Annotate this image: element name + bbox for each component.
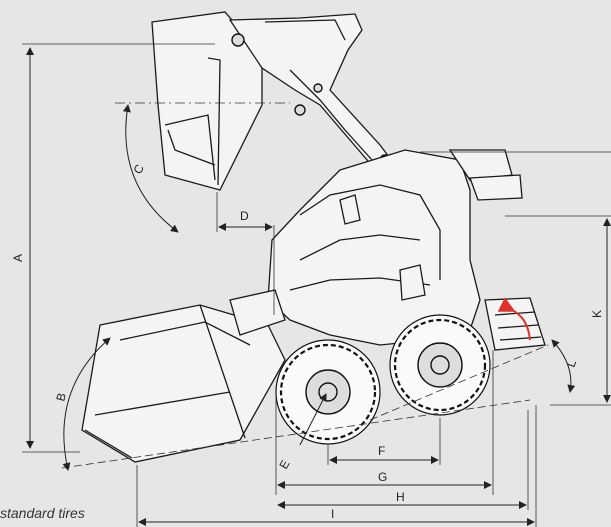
label-f: F bbox=[378, 444, 385, 458]
label-i: I bbox=[331, 507, 334, 521]
label-a: A bbox=[11, 254, 25, 262]
dimension-f bbox=[327, 418, 441, 465]
dimension-c bbox=[115, 102, 290, 233]
label-e: E bbox=[276, 458, 292, 472]
dimension-l bbox=[551, 339, 576, 393]
tilt-arrow bbox=[497, 297, 531, 341]
label-b: B bbox=[53, 391, 69, 402]
dimension-h bbox=[277, 410, 529, 510]
rear-wheel bbox=[389, 314, 491, 416]
label-d: D bbox=[240, 209, 249, 223]
label-g: G bbox=[378, 470, 387, 484]
ground-line-rear bbox=[369, 344, 549, 421]
label-l: L bbox=[564, 358, 580, 369]
dimension-g bbox=[275, 350, 494, 495]
dimension-k bbox=[420, 151, 611, 406]
label-h: H bbox=[396, 490, 405, 504]
chassis bbox=[267, 149, 481, 346]
dimension-b bbox=[62, 337, 111, 471]
ground-line bbox=[61, 399, 531, 469]
dimension-d bbox=[216, 192, 275, 315]
dimension-e bbox=[299, 393, 327, 446]
front-wheel bbox=[275, 339, 381, 445]
lowered-bucket bbox=[81, 289, 286, 463]
label-k: K bbox=[590, 310, 604, 318]
dimension-i bbox=[136, 405, 537, 527]
tire-note: standard tires bbox=[0, 505, 85, 521]
